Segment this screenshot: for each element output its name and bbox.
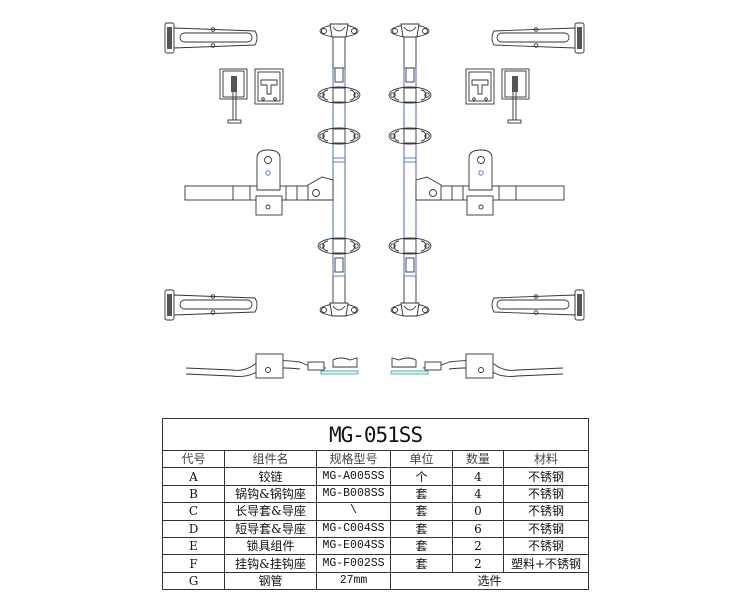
- cell-spec: MG-F002SS: [316, 554, 391, 573]
- cell-unit: 套: [390, 554, 453, 573]
- cell-name: 短导套&导座: [224, 519, 317, 538]
- cell-qty: 6: [452, 519, 504, 538]
- cell-material: 塑料+不锈钢: [502, 554, 590, 573]
- cell-qty: 0: [452, 502, 504, 521]
- cell-spec: MG-A005SS: [316, 467, 391, 486]
- header-qty: 数量: [452, 449, 504, 469]
- table-header-row: 代号 组件名 规格型号 单位 数量 材料: [162, 449, 590, 469]
- cell-spec: 27mm: [316, 571, 391, 591]
- cell-material: 不锈钢: [502, 519, 590, 538]
- cell-qty: 2: [452, 536, 504, 556]
- cell-qty: 4: [452, 484, 504, 504]
- cell-spec: MG-E004SS: [316, 536, 391, 556]
- cell-material: 不锈钢: [502, 484, 590, 504]
- left-door-assembly: [165, 23, 360, 378]
- right-door-assembly: [389, 23, 584, 378]
- cell-code: G: [162, 571, 225, 591]
- cell-unit: 个: [390, 467, 453, 486]
- table-title: MG-051SS: [161, 418, 590, 451]
- cell-code: E: [162, 536, 225, 556]
- cell-code: A: [162, 467, 225, 486]
- cell-material: 不锈钢: [502, 467, 590, 486]
- cell-qty: 2: [452, 554, 504, 573]
- cell-name: 挂钩&挂钩座: [224, 554, 317, 573]
- cell-code: B: [162, 484, 225, 504]
- cell-name: 铰链: [224, 467, 317, 486]
- header-unit: 单位: [390, 449, 453, 469]
- cell-code: F: [162, 554, 225, 573]
- cell-name: 锅钩&锅钩座: [224, 484, 317, 504]
- cell-name: 锁具组件: [224, 536, 317, 556]
- cell-name: 长导套&导座: [224, 502, 317, 521]
- door-lock-parts-drawing: [0, 0, 750, 410]
- cell-code: C: [162, 502, 225, 521]
- header-spec: 规格型号: [316, 449, 391, 469]
- cell-material: 不锈钢: [502, 502, 590, 521]
- header-code: 代号: [162, 449, 225, 469]
- cell-spec: \: [316, 502, 391, 521]
- cell-unit: 套: [390, 536, 453, 556]
- header-material: 材料: [502, 449, 590, 469]
- cell-unit: 套: [390, 519, 453, 538]
- cell-unit: 套: [390, 502, 453, 521]
- cell-note: 选件: [389, 571, 590, 591]
- cell-name: 钢管: [224, 571, 317, 591]
- cell-qty: 4: [452, 467, 504, 486]
- cell-code: D: [162, 519, 225, 538]
- cell-spec: MG-B008SS: [316, 484, 391, 504]
- cell-material: 不锈钢: [502, 536, 590, 556]
- header-name: 组件名: [224, 449, 317, 469]
- cell-unit: 套: [390, 484, 453, 504]
- cell-spec: MG-C004SS: [316, 519, 391, 538]
